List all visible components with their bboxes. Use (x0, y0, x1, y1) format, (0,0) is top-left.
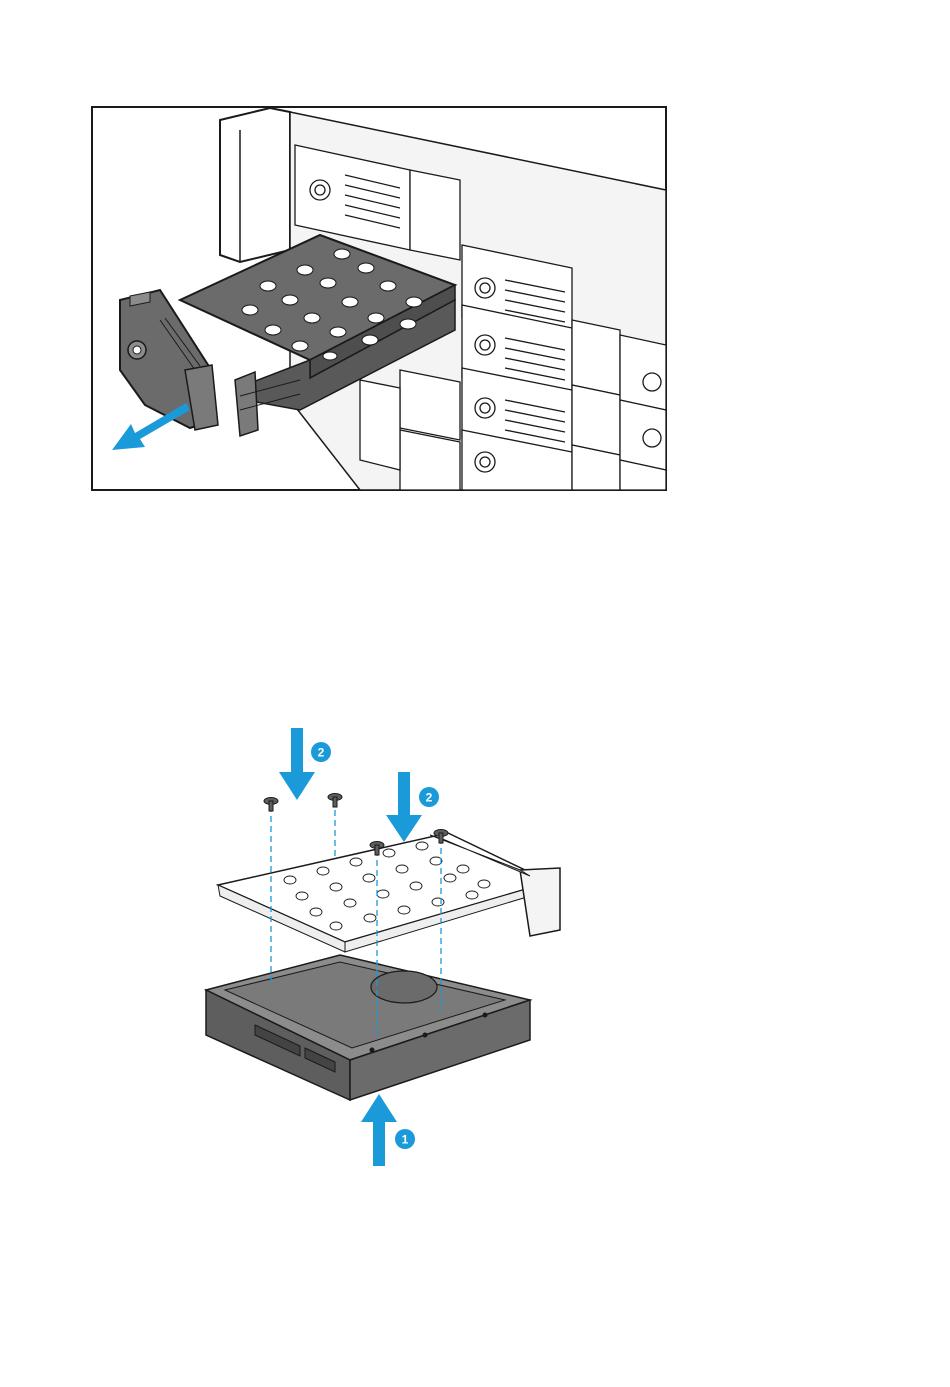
tray-removal-svg (0, 0, 950, 520)
tray-removal-illustration (0, 0, 950, 520)
hard-drive-icon (206, 955, 530, 1100)
step-badge: 2 (419, 787, 439, 807)
step-number: 1 (402, 1133, 409, 1147)
up-arrow-icon (361, 1094, 397, 1166)
step-badge: 1 (395, 1129, 415, 1149)
drive-tray-icon (218, 833, 560, 952)
drive-install-illustration: 2 2 1 (0, 700, 950, 1180)
step-number: 2 (426, 791, 433, 805)
step-badge: 2 (311, 742, 331, 762)
drive-install-svg: 2 2 1 (0, 700, 950, 1180)
down-arrow-icon (279, 728, 315, 800)
down-arrow-icon (386, 772, 422, 842)
step-number: 2 (318, 746, 325, 760)
